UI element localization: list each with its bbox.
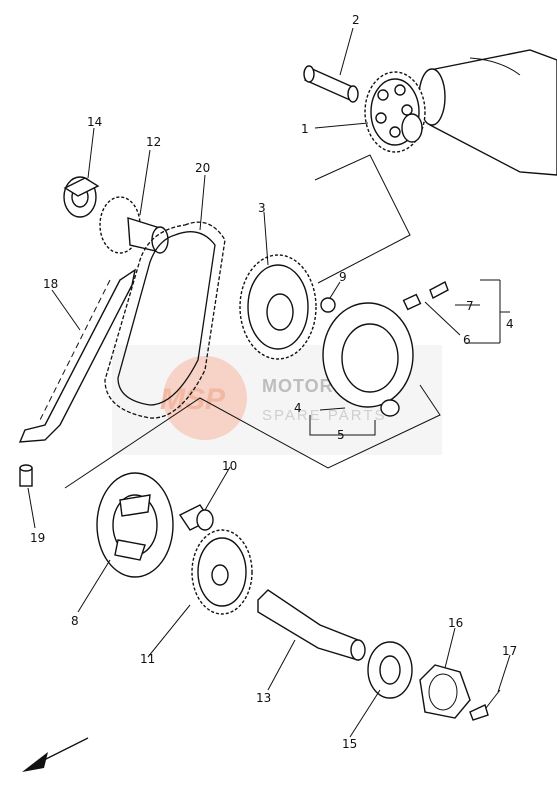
callout-16: 16 — [448, 616, 463, 630]
callout-14: 14 — [87, 115, 102, 129]
part-15-bearing — [367, 641, 413, 699]
part-19-bolt — [19, 464, 33, 487]
callout-19: 19 — [30, 531, 45, 545]
direction-arrow — [22, 737, 89, 772]
part-18-chain-guide — [18, 268, 137, 443]
callout-6: 6 — [463, 333, 471, 347]
leader-lines — [27, 27, 511, 738]
callout-18: 18 — [43, 277, 58, 291]
callout-9: 9 — [339, 270, 347, 284]
part-17-bolt — [469, 689, 501, 721]
part-2-shaft — [303, 65, 359, 103]
callout-4a: 4 — [506, 317, 514, 331]
part-14-bearing — [63, 176, 100, 218]
part-6-7-rollers — [402, 281, 449, 311]
part-16-plate — [419, 664, 471, 719]
watermark-logo: MSP — [160, 383, 226, 416]
part-3-sprocket — [239, 254, 317, 360]
callout-13: 13 — [256, 691, 271, 705]
callout-11: 11 — [140, 652, 155, 666]
part-9-bolt — [320, 297, 336, 313]
part-8-clutch-disc — [96, 472, 174, 578]
callout-8: 8 — [71, 614, 79, 628]
watermark-line2: SPARE PARTS — [262, 407, 387, 424]
callout-4b: 4 — [294, 401, 302, 415]
callout-5: 5 — [337, 428, 345, 442]
part-10-roller — [178, 504, 214, 531]
part-11-gear — [191, 529, 253, 615]
callout-20: 20 — [195, 161, 210, 175]
part-13-shaft — [257, 589, 366, 661]
part-20-chain — [104, 221, 226, 419]
assembly-lines — [64, 154, 510, 489]
callout-3: 3 — [258, 201, 266, 215]
starter-clutch-housing — [322, 302, 414, 417]
callout-10: 10 — [222, 459, 237, 473]
part-12-gear — [99, 196, 169, 254]
callout-17: 17 — [502, 644, 517, 658]
callout-15: 15 — [342, 737, 357, 751]
callout-labels: 2 1 3 14 12 20 18 9 7 4 6 4 5 10 19 8 11… — [30, 13, 517, 751]
part-1-sprocket — [364, 71, 426, 153]
callout-12: 12 — [146, 135, 161, 149]
callout-7: 7 — [466, 299, 474, 313]
crankcase-housing — [418, 49, 557, 176]
callout-2: 2 — [352, 13, 360, 27]
callout-1: 1 — [301, 122, 309, 136]
